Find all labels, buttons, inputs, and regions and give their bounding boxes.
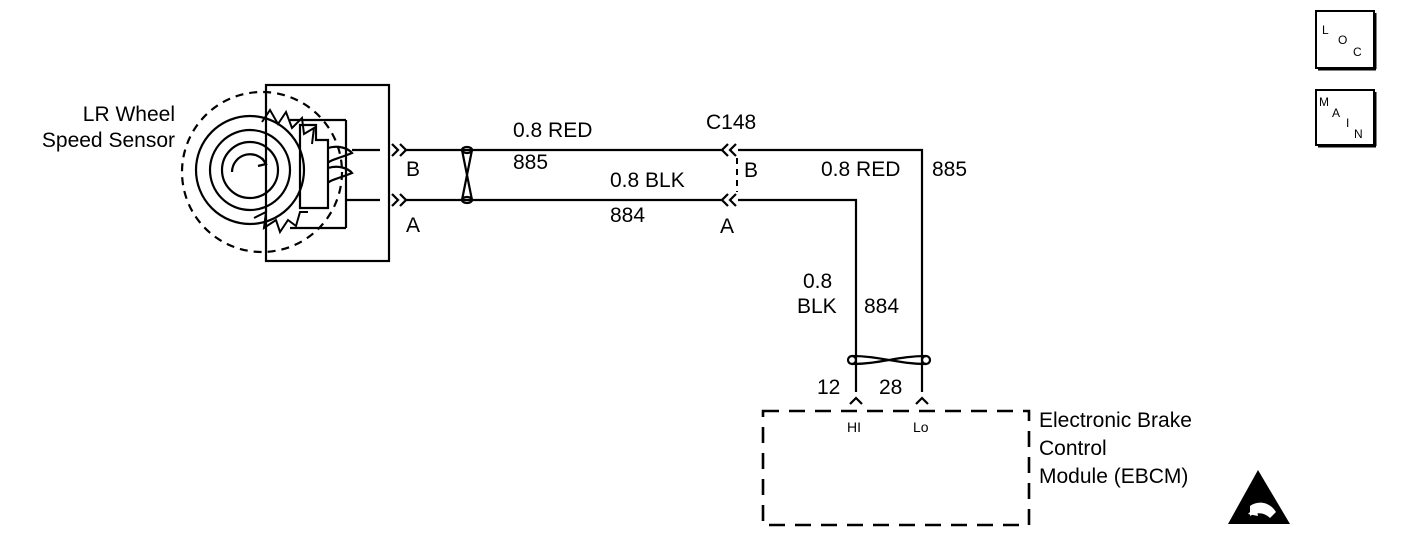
pin-b-right: B [744, 159, 758, 182]
terminal-a-left [391, 193, 408, 207]
wire-884-right [738, 198, 858, 392]
terminal-hi [849, 396, 863, 405]
loc-badge-l: L [1322, 23, 1329, 37]
esd-warning-icon [1228, 470, 1290, 524]
pin-lo-label: Lo [913, 419, 929, 435]
connector-name: C148 [706, 111, 756, 134]
wire-bottom-color: 0.8 BLK [610, 169, 685, 192]
pin-b-left: B [406, 158, 420, 181]
wire-right-color: 0.8 RED [821, 158, 900, 181]
loc-badge: L O C [1315, 10, 1377, 71]
module-name-line2: Control [1039, 437, 1107, 460]
pin-lo-number: 28 [879, 376, 902, 399]
wire-top-circuit: 885 [513, 151, 548, 174]
module-name-line3: Module (EBCM) [1039, 465, 1188, 488]
pin-a-left: A [406, 214, 420, 237]
sensor-label-line1: LR Wheel [83, 103, 175, 126]
loc-badge-o: O [1338, 33, 1347, 47]
wire-bottom-circuit: 884 [610, 204, 645, 227]
module-name-line1: Electronic Brake [1039, 409, 1192, 432]
wheel-speed-sensor-icon [180, 83, 391, 263]
twisted-pair-module-icon [846, 354, 932, 366]
terminal-b-left [391, 143, 408, 157]
wire-right-circuit: 885 [932, 158, 967, 181]
wire-vertical-color-line1: 0.8 [803, 270, 832, 293]
wire-vertical-circuit: 884 [864, 295, 899, 318]
wire-vertical-color-line2: BLK [797, 295, 837, 318]
pin-hi-label: HI [847, 419, 861, 435]
pin-hi-number: 12 [817, 376, 840, 399]
wire-885-right [738, 148, 924, 392]
terminal-lo [915, 396, 929, 405]
twisted-pair-icon [460, 145, 474, 205]
sensor-label-line2: Speed Sensor [42, 129, 175, 152]
loc-badge-c: C [1353, 45, 1362, 59]
main-badge: M A I N [1315, 89, 1377, 148]
main-badge-i: I [1346, 116, 1349, 130]
main-badge-n: N [1354, 127, 1363, 141]
main-badge-m: M [1319, 95, 1329, 109]
wire-top-color: 0.8 RED [513, 119, 592, 142]
ebcm-module-box [761, 409, 1031, 527]
terminal-b-right [720, 143, 737, 157]
pin-a-right: A [720, 215, 734, 238]
main-badge-a: A [1332, 106, 1340, 120]
terminal-a-right [720, 193, 737, 207]
